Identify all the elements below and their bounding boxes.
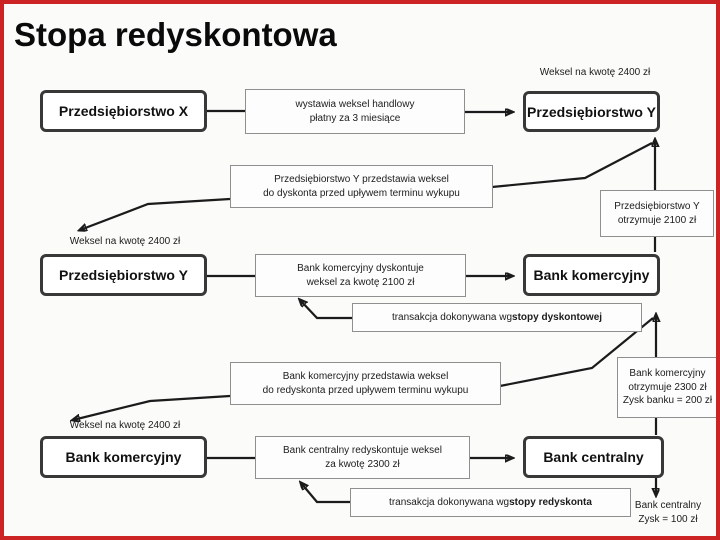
arrow-transdysk-to-dyskontuje — [300, 300, 352, 320]
note-bold-text: stopy redyskonta — [509, 496, 592, 508]
note-bank-dyskontuje: Bank komercyjny dyskontuje weksel za kwo… — [255, 254, 466, 297]
note-line: za kwotę 2300 zł — [325, 458, 400, 470]
note-line: Bank komercyjny dyskontuje — [297, 263, 424, 274]
note-line: płatny za 3 miesiące — [309, 112, 401, 124]
line-dyskonto-to-vertical — [491, 142, 653, 189]
note-line: Zysk banku = 200 zł — [622, 395, 713, 407]
note-przedstawia-do-redyskonta: Bank komercyjny przedstawia weksel do re… — [230, 362, 501, 405]
arrow-redyskonto-to-weksel-bottom — [73, 394, 231, 420]
note-otrzymuje-2300: Bank komercyjny otrzymuje 2300 zł Zysk b… — [617, 357, 716, 418]
note-bank-redyskontuje: Bank centralny redyskontuje weksel za kw… — [255, 436, 470, 479]
node-bank-centralny: Bank centralny — [523, 436, 664, 478]
note-line: otrzymuje 2300 zł — [628, 381, 707, 393]
note-transakcja-stopa-dyskontowa: transakcja dokonywana wg stopy dyskontow… — [352, 303, 642, 332]
label-weksel-kwota-top: Weksel na kwotę 2400 zł — [539, 67, 651, 78]
note-line: Bank komercyjny przedstawia weksel — [282, 371, 449, 382]
note-przedstawia-do-dyskonta: Przedsiębiorstwo Y przedstawia weksel do… — [230, 165, 493, 208]
node-przedsiebiorstwo-y-mid: Przedsiębiorstwo Y — [40, 254, 207, 296]
note-line: do dyskonta przed upływem terminu wykupu — [263, 187, 460, 199]
note-line: otrzymuje 2100 zł — [617, 214, 697, 226]
note-wystawia-weksel: wystawia weksel handlowy płatny za 3 mie… — [245, 89, 465, 134]
label-weksel-kwota-bottom: Weksel na kwotę 2400 zł — [69, 420, 181, 431]
note-text: transakcja dokonywana wg — [389, 496, 510, 508]
arrow-transredysk-to-redyskontuje — [301, 483, 350, 504]
note-line: Bank centralny redyskontuje weksel — [283, 445, 442, 456]
node-przedsiebiorstwo-y-top: Przedsiębiorstwo Y — [523, 91, 660, 132]
note-line: Przedsiębiorstwo Y — [614, 201, 700, 212]
node-bank-komercyjny-bottom: Bank komercyjny — [40, 436, 207, 478]
note-transakcja-stopa-redyskonta: transakcja dokonywana wg stopy redyskont… — [350, 488, 631, 517]
label-weksel-kwota-mid: Weksel na kwotę 2400 zł — [69, 236, 181, 247]
page-title: Stopa redyskontowa — [14, 16, 337, 53]
note-line: Przedsiębiorstwo Y przedstawia weksel — [274, 174, 449, 185]
note-line: do redyskonta przed upływem terminu wyku… — [262, 384, 469, 396]
node-przedsiebiorstwo-x: Przedsiębiorstwo X — [40, 90, 207, 132]
label-line: Zysk = 100 zł — [638, 513, 698, 525]
note-line: wystawia weksel handlowy — [295, 99, 415, 110]
note-otrzymuje-2100: Przedsiębiorstwo Y otrzymuje 2100 zł — [600, 190, 714, 237]
note-line: Bank komercyjny — [629, 368, 706, 380]
note-line: weksel za kwotę 2100 zł — [306, 276, 415, 288]
node-bank-komercyjny-mid: Bank komercyjny — [523, 254, 660, 296]
note-text: transakcja dokonywana wg — [391, 311, 513, 323]
label-bank-centralny-zysk: Bank centralny Zysk = 100 zł — [616, 499, 716, 526]
line-redyskonto-to-vertical — [499, 317, 654, 388]
note-bold-text: stopy dyskontowej — [512, 311, 603, 323]
arrow-dyskonto-to-weksel-mid — [80, 197, 231, 230]
label-line: Bank centralny — [634, 500, 702, 511]
